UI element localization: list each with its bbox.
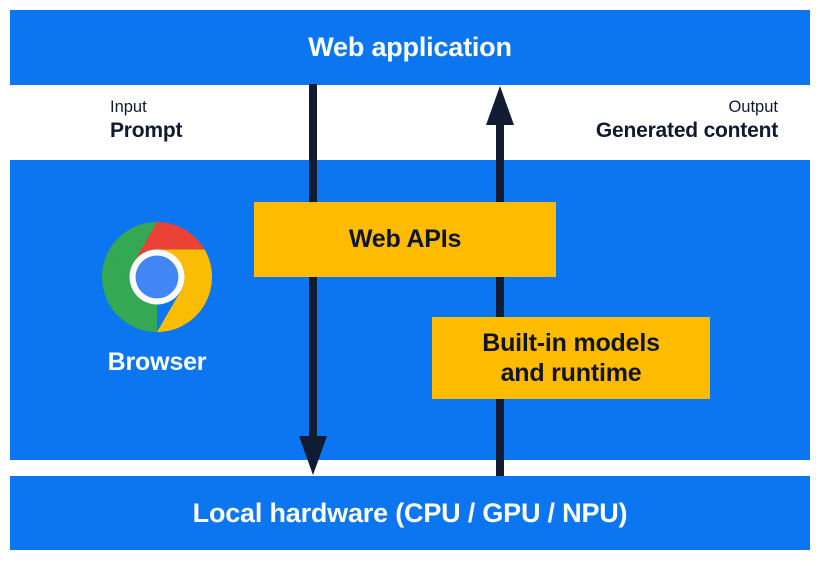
io-label-input: Input Prompt [110, 97, 183, 145]
band-web-application-label: Web application [308, 32, 512, 62]
arrow-down-icon [299, 84, 327, 475]
band-local-hardware: Local hardware (CPU / GPU / NPU) [10, 476, 810, 550]
box-builtin-models-label: Built-in models and runtime [482, 328, 660, 389]
io-input-value: Prompt [110, 119, 183, 143]
band-local-hardware-label: Local hardware (CPU / GPU / NPU) [192, 497, 628, 528]
band-browser-label: Browser [107, 348, 207, 376]
box-web-apis: Web APIs [254, 202, 556, 277]
box-web-apis-label: Web APIs [348, 225, 462, 254]
io-output-kind: Output [728, 98, 778, 116]
box-builtin-models-line2: and runtime [500, 359, 642, 387]
box-builtin-models-line1: Built-in models [482, 328, 660, 357]
io-output-value: Generated content [595, 119, 778, 143]
box-builtin-models: Built-in models and runtime [432, 317, 710, 399]
band-web-application: Web application [10, 10, 810, 85]
chrome-logo-icon [102, 222, 212, 332]
browser-group: Browser [62, 222, 252, 377]
io-label-output: Output Generated content [596, 97, 778, 145]
arrow-up-icon [486, 86, 514, 477]
io-input-kind: Input [110, 98, 147, 116]
